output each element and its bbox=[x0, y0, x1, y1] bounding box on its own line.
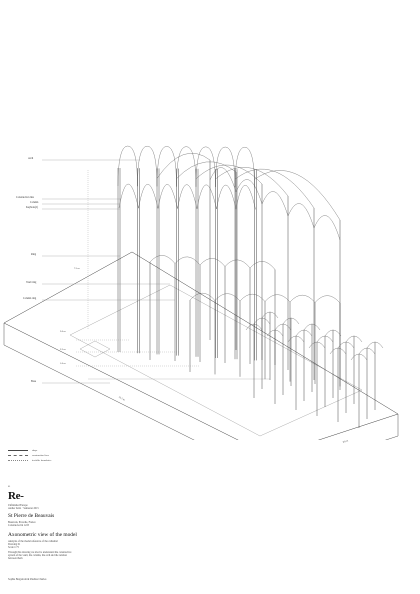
label-ring: Ring bbox=[31, 253, 37, 256]
arch bbox=[209, 167, 237, 193]
project-info-line: Constructed in 1225 bbox=[8, 524, 30, 527]
rib bbox=[254, 170, 341, 221]
legend-line-dashed bbox=[8, 455, 28, 456]
view-info-line: Analysis of the model reference of the c… bbox=[8, 540, 58, 543]
project-info-line: Beauvais, Picardie, France bbox=[8, 521, 36, 524]
arch bbox=[195, 146, 216, 188]
arch bbox=[249, 261, 276, 270]
rib bbox=[234, 168, 315, 209]
arch bbox=[215, 146, 236, 188]
arch bbox=[239, 293, 266, 302]
arch bbox=[138, 184, 159, 209]
label-base: Base bbox=[31, 380, 37, 383]
label-arch: Arch bbox=[28, 157, 34, 160]
arch bbox=[235, 179, 263, 205]
label-column-ring: Column ring bbox=[23, 297, 37, 300]
view-title: Axonometric view of the model bbox=[8, 532, 77, 538]
label-keyhole: Keyhole(d) bbox=[26, 206, 38, 209]
dim-d2: 3.2 m bbox=[60, 348, 66, 351]
arch bbox=[189, 292, 216, 301]
arch bbox=[199, 258, 226, 267]
arch bbox=[337, 341, 355, 349]
arch bbox=[366, 341, 384, 349]
axonometric-cathedral-drawing bbox=[3, 145, 399, 440]
arch bbox=[295, 329, 313, 337]
arches-group bbox=[117, 145, 384, 361]
arch bbox=[156, 146, 177, 187]
leader-lines bbox=[42, 159, 200, 384]
legend: shape construction lines invisible bound… bbox=[8, 448, 128, 463]
label-construction-line: Construction line bbox=[16, 196, 34, 199]
arch bbox=[245, 323, 263, 331]
model-base-block bbox=[3, 251, 399, 440]
page-number: 01 bbox=[8, 485, 11, 488]
legend-text: shape bbox=[32, 449, 38, 452]
dim-height: 7.5 m bbox=[74, 267, 80, 270]
arch bbox=[157, 184, 178, 209]
arch bbox=[117, 145, 138, 187]
rib bbox=[176, 161, 237, 179]
legend-item: invisible boundaries bbox=[8, 458, 128, 463]
project-title: St Pierre de Beauvais bbox=[8, 513, 55, 519]
page-title: Re- bbox=[8, 490, 24, 502]
view-info-line: Scale 1:75 bbox=[8, 546, 19, 549]
dim-width: 9.6 m bbox=[342, 439, 349, 444]
label-vault-ring: Vault ring bbox=[26, 281, 37, 284]
arch bbox=[282, 317, 300, 325]
dim-d1: 3.0 m bbox=[60, 330, 66, 333]
arch bbox=[264, 294, 291, 303]
arch bbox=[216, 185, 237, 210]
legend-line-dotted bbox=[8, 460, 28, 461]
arch bbox=[287, 335, 305, 343]
arch bbox=[261, 311, 279, 319]
arch bbox=[196, 184, 217, 210]
arch bbox=[177, 184, 198, 209]
legend-item: shape bbox=[8, 448, 128, 453]
arch bbox=[253, 317, 271, 325]
arch bbox=[314, 295, 341, 304]
rib bbox=[215, 167, 289, 197]
course-line: Atelier Zeitz · Semester 2015 bbox=[8, 507, 39, 510]
note-line: Through this drawing we tried to underst… bbox=[8, 551, 72, 554]
arch bbox=[234, 147, 255, 188]
arch bbox=[287, 203, 315, 229]
course-line: Unfinished Europe bbox=[8, 504, 28, 507]
arch bbox=[274, 323, 292, 331]
arch bbox=[266, 329, 284, 337]
note-line: between them bbox=[8, 557, 23, 560]
arch bbox=[261, 191, 289, 217]
view-info-line: Drawing 01 bbox=[8, 543, 21, 546]
dim-d3: 1.0 m bbox=[60, 362, 66, 365]
arch bbox=[176, 146, 197, 187]
authors: Sophie Bergstrom & Pauline Charles bbox=[8, 578, 47, 581]
arch bbox=[235, 185, 256, 210]
arch bbox=[308, 341, 326, 349]
legend-item: construction lines bbox=[8, 453, 128, 458]
arch bbox=[149, 255, 176, 264]
arch bbox=[313, 215, 341, 241]
arch bbox=[324, 329, 342, 337]
legend-line-solid bbox=[8, 450, 28, 451]
arch bbox=[316, 335, 334, 343]
rib bbox=[195, 164, 263, 185]
arch bbox=[174, 256, 201, 266]
columns-group bbox=[117, 160, 376, 428]
arch bbox=[224, 259, 251, 269]
arch bbox=[289, 294, 316, 303]
arch bbox=[329, 347, 347, 355]
rib bbox=[156, 152, 211, 179]
legend-text: construction lines bbox=[32, 454, 49, 457]
arch bbox=[350, 353, 368, 361]
arch bbox=[358, 347, 376, 355]
note-line: system of the vault, the column, the arc… bbox=[8, 554, 67, 557]
legend-text: invisible boundaries bbox=[32, 459, 52, 462]
arch bbox=[303, 323, 321, 331]
arch bbox=[118, 184, 139, 209]
label-column: Column bbox=[30, 201, 39, 204]
arch bbox=[214, 293, 241, 302]
arch bbox=[345, 335, 363, 343]
arch bbox=[137, 146, 158, 187]
